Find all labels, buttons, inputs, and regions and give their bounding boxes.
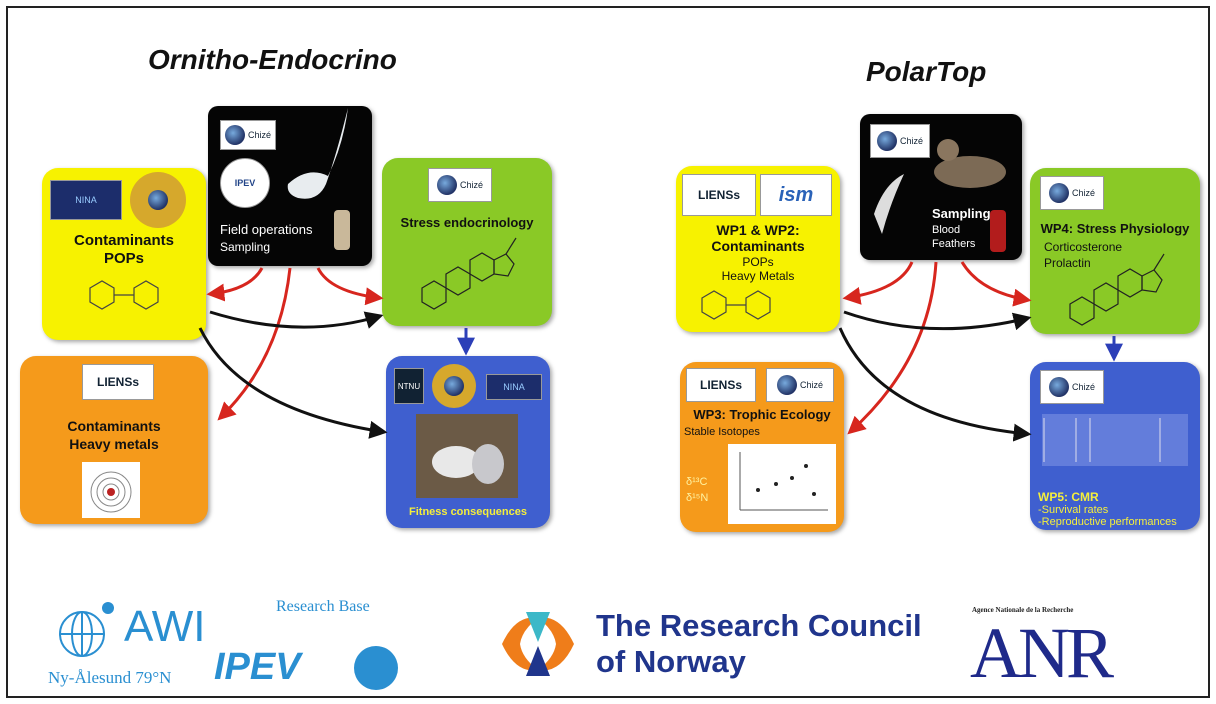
chize-logo: Chizé	[766, 368, 834, 402]
isotope-biplot-thumbnail	[728, 444, 836, 524]
matrix-equation-icon	[1042, 414, 1188, 466]
anr-wordmark: ANR	[970, 613, 1114, 693]
sampling-label: Sampling	[932, 206, 991, 221]
chize-logo: Chizé	[870, 124, 930, 158]
fitness-consequences-box: NTNU NINA Fitness consequences	[386, 356, 550, 528]
chize-logo: Chizé	[220, 120, 276, 150]
atom-icon	[82, 462, 140, 518]
awi-label: AWI	[124, 602, 206, 651]
prolactin-label: Prolactin	[1044, 256, 1091, 270]
research-base-label: Research Base	[276, 598, 370, 615]
wp3-trophic-ecology-box: LIENSs Chizé WP3: Trophic Ecology Stable…	[680, 362, 844, 532]
ny-alesund-label: Ny-Ålesund 79°N	[48, 668, 172, 687]
anr-logo: Agence Nationale de la Recherche ANR	[970, 606, 1170, 693]
field-operations-box: Chizé IPEV Field operations Sampling	[208, 106, 372, 266]
sampling-label: Sampling	[220, 240, 271, 254]
awi-ipev-logo: AWI Research Base Ny-Ålesund 79°N IPEV	[40, 586, 420, 690]
survival-rates-label: -Survival rates	[1038, 504, 1109, 516]
wp1-wp2-label: WP1 & WP2:	[716, 222, 800, 238]
pops-label: POPs	[742, 255, 774, 269]
rcn-symbol-icon	[502, 612, 574, 676]
contaminants-heavy-metals-box: LIENSs Contaminants Heavy metals	[20, 356, 208, 524]
steroid-molecule-icon	[421, 237, 517, 310]
contaminants-label: Contaminants	[73, 232, 174, 249]
ntnu-logo: NTNU	[394, 368, 424, 404]
heavy-metals-label: Heavy Metals	[721, 269, 795, 283]
ism-logo: ism	[760, 174, 832, 216]
stable-isotopes-label: Stable Isotopes	[684, 426, 760, 438]
delta13c-label: δ¹³C	[686, 476, 708, 488]
right-title: PolarTop	[866, 56, 987, 87]
left-title: Ornitho-Endocrino	[148, 44, 397, 75]
wp5-cmr-box: Chizé WP5: CMR -Survival rates -Reproduc…	[1030, 362, 1200, 530]
ipev-logo: IPEV	[220, 158, 270, 208]
contaminants-label: Contaminants	[67, 418, 161, 434]
ipev-wordmark: IPEV	[214, 646, 301, 688]
nina-logo: NINA	[486, 374, 542, 400]
reproductive-performances-label: -Reproductive performances	[1038, 516, 1177, 528]
seabird-icon	[287, 108, 350, 250]
lienss-logo: LIENSs	[686, 368, 756, 402]
chize-logo: Chizé	[1040, 370, 1104, 404]
chize-logo: Chizé	[428, 168, 492, 202]
skua-bird-icon	[874, 139, 1006, 252]
heavy-metals-label: Heavy metals	[69, 436, 159, 452]
contaminants-label: Contaminants	[711, 238, 805, 254]
blood-label: Blood	[932, 224, 961, 236]
lienss-logo: LIENSs	[82, 364, 154, 400]
awi-globe-icon	[59, 602, 114, 657]
pcb-molecule-icon	[89, 280, 159, 310]
nina-logo: NINA	[50, 180, 122, 220]
contaminants-pops-box: NINA Contaminants POPs	[42, 168, 206, 340]
wp1-wp2-box: LIENSs ism WP1 & WP2: Contaminants POPs …	[676, 166, 840, 332]
research-council-norway-logo: The Research Council of Norway	[496, 604, 956, 684]
pcb-molecule-icon	[701, 290, 771, 320]
wp3-label: WP3: Trophic Ecology	[693, 407, 831, 422]
feathers-label: Feathers	[932, 238, 976, 250]
steroid-molecule-icon	[1069, 253, 1165, 326]
wp5-label: WP5: CMR	[1038, 490, 1099, 504]
stress-endocrinology-label: Stress endocrinology	[400, 215, 534, 230]
rcn-line1: The Research Council	[596, 608, 922, 643]
corticosterone-label: Corticosterone	[1044, 240, 1123, 254]
anr-full-name: Agence Nationale de la Recherche	[972, 606, 1074, 614]
fitness-consequences-label: Fitness consequences	[409, 506, 527, 518]
norwegian-polar-seal-logo	[130, 172, 186, 228]
field-operations-label: Field operations	[220, 222, 313, 237]
wp4-label: WP4: Stress Physiology	[1040, 221, 1190, 236]
norwegian-polar-seal-logo	[432, 364, 476, 408]
ipev-round-logo	[354, 646, 398, 690]
stress-endocrinology-box: Chizé Stress endocrinology	[382, 158, 552, 326]
lienss-logo: LIENSs	[682, 174, 756, 216]
wp4-stress-physiology-box: Chizé WP4: Stress Physiology Corticoster…	[1030, 168, 1200, 334]
rcn-line2: of Norway	[596, 644, 746, 679]
fulmar-chick-photo	[416, 414, 518, 498]
chize-logo: Chizé	[1040, 176, 1104, 210]
delta15n-label: δ¹⁵N	[686, 492, 709, 504]
sampling-box: Chizé Sampling Blood Feathers	[860, 114, 1022, 260]
pops-label: POPs	[103, 250, 145, 267]
